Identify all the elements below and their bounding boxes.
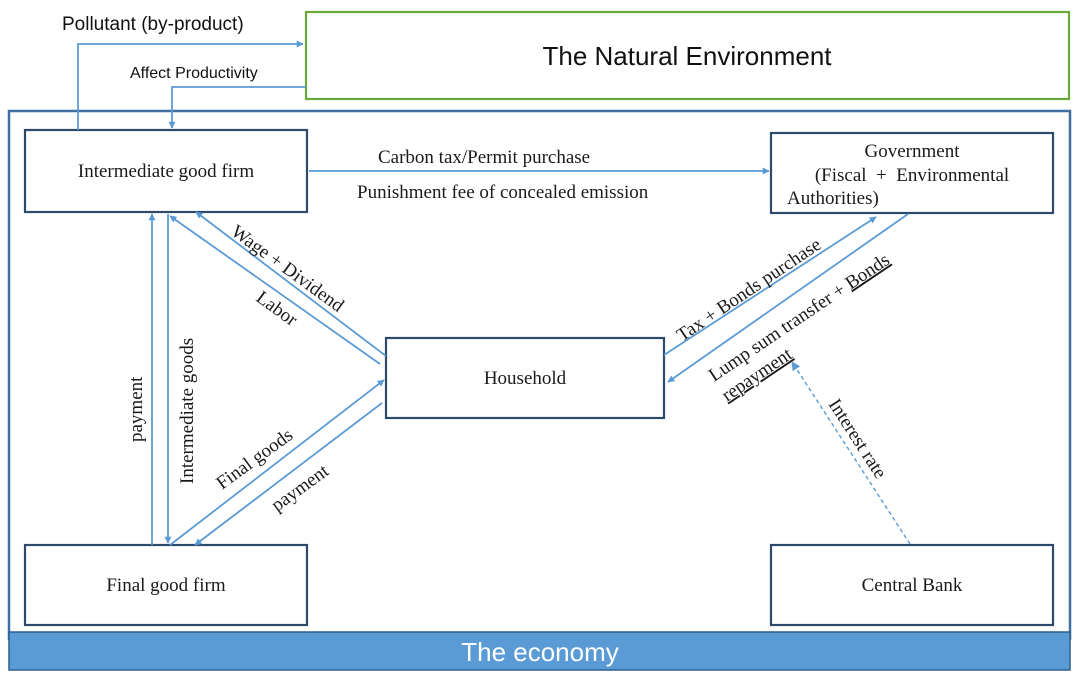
household-box xyxy=(384,336,666,420)
payment-left-label: payment xyxy=(126,376,147,442)
final-goods-label: Final goods xyxy=(213,425,298,494)
central-bank-box xyxy=(769,543,1055,627)
labor-arrow xyxy=(169,215,381,365)
affect-productivity-label: Affect Productivity xyxy=(130,65,258,82)
government-box xyxy=(769,131,1055,215)
economy-bar xyxy=(8,631,1071,671)
pollutant-arrow xyxy=(77,40,304,130)
punishment-fee-label: Punishment fee of concealed emission xyxy=(357,182,649,203)
household-label: Household xyxy=(484,368,567,389)
intermediate-firm-box xyxy=(23,128,309,214)
payment-bottom-arrow xyxy=(194,402,383,546)
natural-environment-label: The Natural Environment xyxy=(542,41,832,71)
affect-productivity-arrow xyxy=(168,86,306,129)
lump-sum-arrow xyxy=(667,213,909,383)
final-goods-arrow xyxy=(169,379,385,546)
labor-label: Labor xyxy=(252,287,302,331)
government-label-line2: (Fiscal + Environmental xyxy=(815,165,1009,186)
natural-environment-box xyxy=(304,10,1071,101)
interest-rate-arrow xyxy=(791,361,911,545)
intermediate-goods-label: Intermediate goods xyxy=(177,338,198,484)
pollutant-label: Pollutant (by-product) xyxy=(62,14,244,35)
interest-rate-label: Interest rate xyxy=(824,395,891,482)
intermediate-firm-label: Intermediate good firm xyxy=(78,161,254,182)
tax-bonds-label: Tax + Bonds purchase xyxy=(673,234,825,346)
central-bank-label: Central Bank xyxy=(862,575,963,596)
government-label-line1: Government xyxy=(865,141,961,162)
final-firm-box xyxy=(23,543,309,627)
wage-dividend-arrow xyxy=(195,211,387,357)
payment-bottom-label: payment xyxy=(268,460,334,516)
economy-label: The economy xyxy=(461,637,619,667)
final-firm-label: Final good firm xyxy=(106,575,225,596)
government-label-line3: Authorities) xyxy=(787,188,879,209)
carbon-tax-label: Carbon tax/Permit purchase xyxy=(378,147,590,168)
lump-sum-label: Lump sum transfer + Bonds xyxy=(705,249,894,386)
tax-bonds-arrow xyxy=(663,216,877,356)
